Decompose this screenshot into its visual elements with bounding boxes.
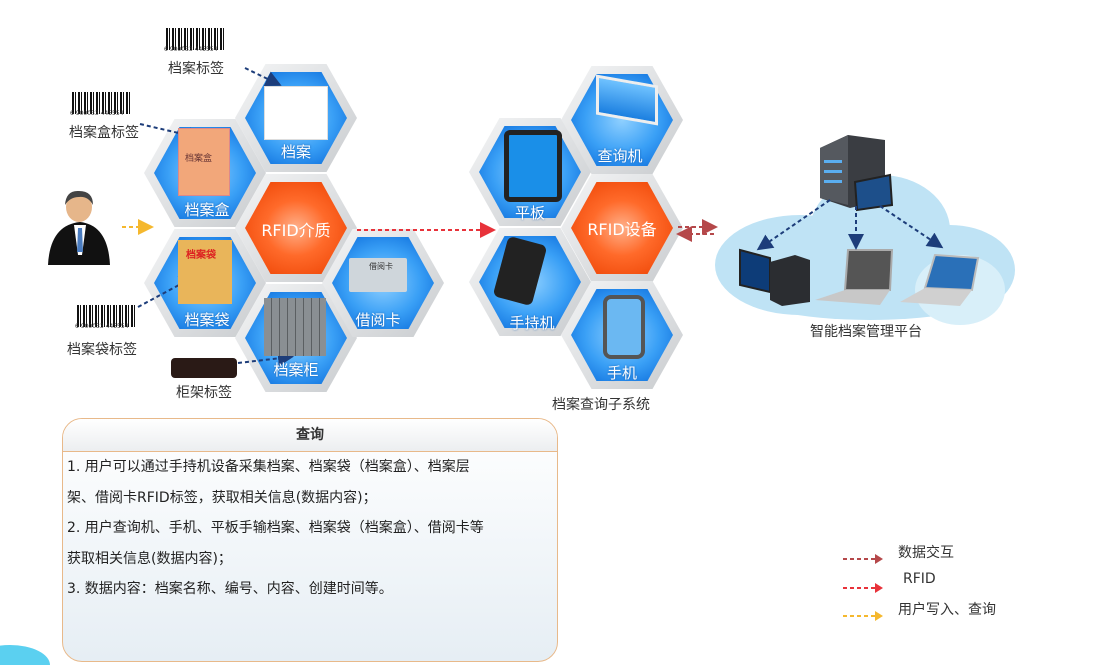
shelf-tag-label: 柜架标签	[176, 385, 232, 401]
barcode-digit: 6	[164, 46, 168, 53]
hex-label-archive-cabinet: 档案柜	[273, 361, 319, 379]
archive-bag-image: 档案袋	[178, 240, 232, 304]
barcode-digit: 445554	[105, 323, 129, 330]
hex-rfid-media	[235, 174, 357, 282]
rfid-media-core: RFID介质	[261, 221, 331, 240]
barcode-icon	[77, 305, 135, 333]
hex-fill	[571, 182, 673, 274]
query-info-title: 查询	[63, 419, 557, 452]
library-card-image: 借阅卡	[349, 258, 407, 292]
barcode-digit: 445554	[194, 46, 218, 53]
platform-caption: 智能档案管理平台	[810, 324, 922, 340]
barcode-icon	[72, 92, 130, 120]
barcode-digit: 900033	[75, 110, 99, 117]
barcode-digit: 6	[70, 110, 74, 117]
barcode-number: 6 900033 445554	[164, 46, 217, 53]
archive-cabinet-image	[264, 298, 326, 356]
legend-label: 用户写入、查询	[898, 602, 996, 618]
shelf-tag-icon	[171, 358, 237, 378]
legend-user-write: 用户写入、查询	[843, 602, 996, 624]
query-info-line: 3. 数据内容：档案名称、编号、内容、创建时间等。	[67, 581, 393, 597]
archive-tag-label: 档案标签	[168, 61, 224, 77]
hex-label-phone: 手机	[606, 364, 638, 382]
desktop-computer-icon	[739, 248, 810, 306]
hex-label-handheld: 手持机	[509, 314, 555, 332]
box-tag-label: 档案盒标签	[69, 125, 139, 141]
box-print-text: 档案盒	[185, 154, 213, 164]
barcode-digit: 6	[75, 323, 79, 330]
tablet-image	[504, 130, 562, 202]
hex-label-library-card: 借阅卡	[355, 311, 401, 329]
hex-rfid-device	[561, 174, 683, 282]
bag-tag-label: 档案袋标签	[67, 342, 137, 358]
archive-box-image: 档案盒	[178, 128, 230, 196]
query-subsystem-caption: 档案查询子系统	[552, 397, 650, 413]
rfid-device-core: RFID设备	[587, 220, 657, 239]
server-icon	[820, 135, 894, 212]
hex-label-archive: 档案	[280, 143, 312, 161]
barcode-digit: 445554	[100, 110, 124, 117]
legend-data-exchange: 数据交互	[843, 545, 954, 567]
mobile-phone-image	[603, 295, 645, 359]
laptop-icon	[815, 249, 894, 305]
legend-rfid: RFID	[843, 571, 936, 596]
hex-fill	[245, 182, 347, 274]
laptop-icon	[900, 253, 980, 306]
legend-arrow-icon	[843, 611, 883, 621]
legend-label: 数据交互	[898, 545, 954, 561]
barcode-number: 6 900033 445554	[75, 323, 128, 330]
card-print-text: 借阅卡	[369, 262, 393, 271]
legend-label: RFID	[903, 571, 936, 587]
query-info-line: 架、借阅卡RFID标签，获取相关信息(数据内容)；	[67, 489, 377, 506]
hex-label-tablet: 平板	[514, 204, 546, 222]
hex-label-archive-bag: 档案袋	[184, 311, 230, 329]
barcode-number: 6 900033 445554	[70, 110, 123, 117]
hex-label-archive-box: 档案盒	[184, 201, 230, 219]
platform-arrows	[756, 199, 944, 251]
corner-decoration	[0, 645, 50, 665]
query-info-line: 2. 用户查询机、手机、平板手输档案、档案袋（档案盒）、借阅卡等	[67, 520, 484, 536]
user-avatar-icon	[48, 190, 110, 265]
hex-label-kiosk: 查询机	[597, 147, 643, 165]
archive-document-image	[264, 86, 328, 140]
barcode-digit: 900033	[80, 323, 104, 330]
legend-arrow-icon	[843, 583, 883, 593]
bag-print-text: 档案袋	[186, 250, 216, 261]
barcode-digit: 900033	[169, 46, 193, 53]
query-info-line: 1. 用户可以通过手持机设备采集档案、档案袋（档案盒）、档案层	[67, 459, 470, 475]
query-info-panel: 查询 1. 用户可以通过手持机设备采集档案、档案袋（档案盒）、档案层 架、借阅卡…	[62, 418, 558, 662]
legend-arrow-icon	[843, 554, 883, 564]
query-info-line: 获取相关信息(数据内容)；	[67, 550, 232, 567]
barcode-icon	[166, 28, 224, 56]
